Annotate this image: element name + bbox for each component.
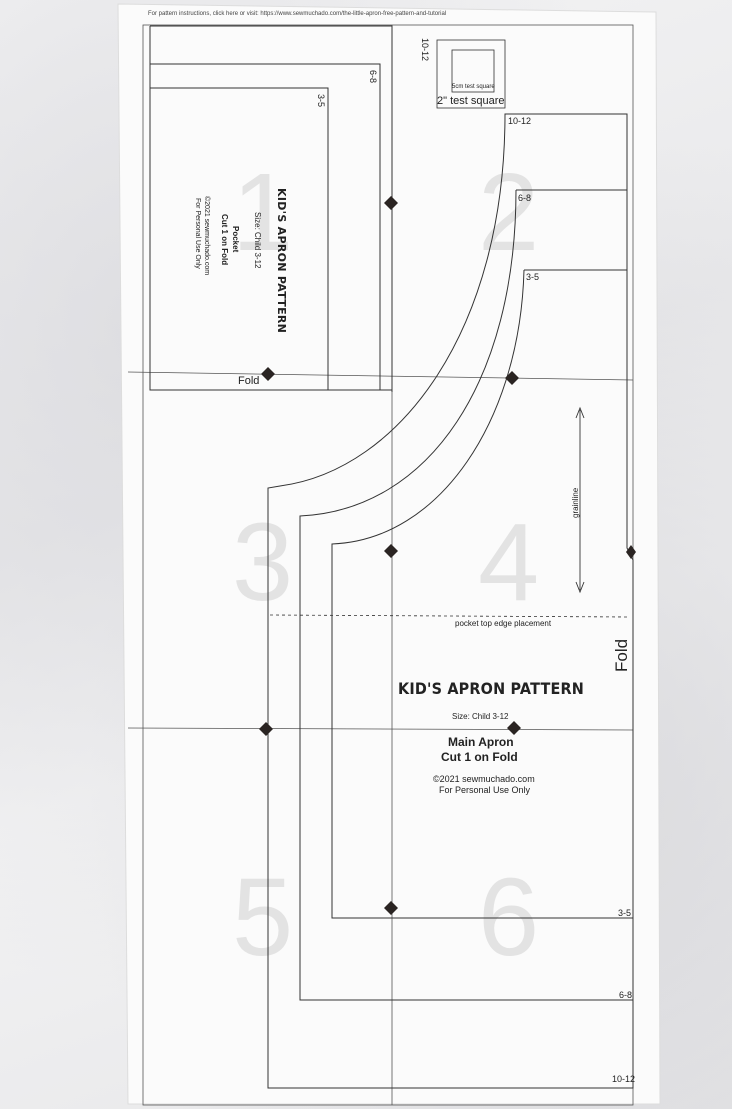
diamond-mark [626, 545, 636, 559]
pocket-fold-label: Fold [238, 375, 260, 387]
diamond-mark [384, 196, 398, 210]
main-size-top-10-12: 10-12 [508, 116, 532, 126]
page-number-4: 4 [478, 501, 539, 624]
diamond-mark [507, 721, 521, 735]
main-size-top-3-5: 3-5 [526, 272, 540, 282]
main-size-bottom-6-8: 6-8 [619, 990, 633, 1000]
main-copyright: ©2021 sewmuchado.com [433, 774, 535, 784]
diamond-mark [384, 901, 398, 915]
main-size-top-6-8: 6-8 [518, 193, 532, 203]
main-size: Size: Child 3-12 [452, 712, 509, 721]
main-size-bottom-3-5: 3-5 [618, 908, 632, 918]
test-square-outer-label: 2" test square [437, 95, 505, 107]
diamond-mark [384, 544, 398, 558]
main-title: KID'S APRON PATTERN [398, 679, 584, 698]
page-number-5: 5 [232, 856, 293, 979]
pocket-outlines [149, 25, 393, 392]
main-apron-outlines [267, 113, 634, 1089]
page-number-1: 1 [232, 151, 293, 274]
pocket-title: KID'S APRON PATTERN [275, 188, 288, 334]
alignment-diamonds [259, 196, 636, 915]
main-fold-label: Fold [612, 638, 631, 672]
page-number-2: 2 [478, 151, 539, 274]
main-size-bottom-10-12: 10-12 [612, 1074, 636, 1084]
pocket-placement-label: pocket top edge placement [455, 619, 552, 628]
pocket-size: Size: Child 3-12 [253, 212, 262, 269]
pocket-piece: Pocket [231, 226, 240, 253]
pocket-cut: Cut 1 on Fold [220, 214, 229, 266]
pocket-text-block: KID'S APRON PATTERN [275, 188, 288, 334]
pocket-size-10-12: 10-12 [420, 38, 430, 62]
grainline-label: grainline [571, 487, 580, 518]
test-square-inner-label: 5cm test square [452, 84, 495, 90]
diamond-mark [505, 371, 519, 385]
pocket-size-3-5: 3-5 [316, 94, 326, 108]
main-cut: Cut 1 on Fold [441, 750, 518, 764]
diamond-mark [259, 722, 273, 736]
main-usage: For Personal Use Only [439, 785, 531, 795]
diamond-mark [261, 367, 275, 381]
page-number-3: 3 [232, 501, 293, 624]
pocket-size-6-8: 6-8 [368, 70, 378, 84]
test-square [436, 39, 506, 109]
header-note[interactable]: For pattern instructions, click here or … [148, 11, 447, 17]
pocket-usage: For Personal Use Only [194, 198, 201, 269]
main-piece: Main Apron [448, 735, 514, 749]
pocket-copyright: ©2021 sewmuchado.com [203, 196, 210, 276]
